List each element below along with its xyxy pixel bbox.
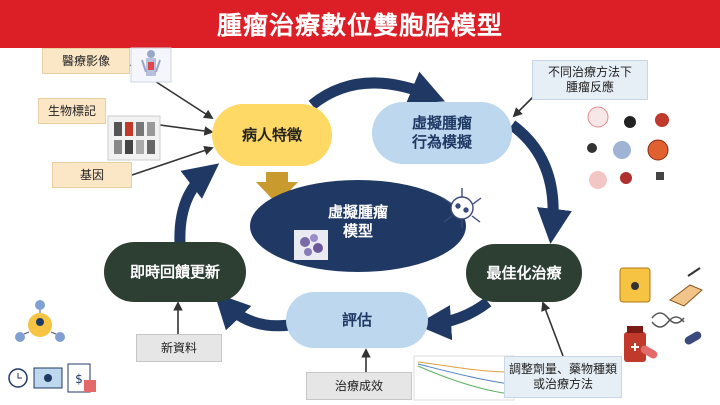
arrow-patient-to-behavior [308,71,445,110]
node-virtual-tumor-model: 虛擬腫瘤 模型 [327,203,388,240]
arrow-biomarker [159,124,214,136]
tag-biomarker: 生物標記 [38,98,106,124]
tumor-response-cells-icon [587,106,669,189]
tag-treatment-efficacy: 治療成效 [306,372,412,400]
svg-text:$: $ [75,372,83,386]
arrow-evaluate-to-update [214,292,291,332]
tumor-molecule-icon [294,230,328,260]
tag-medical-imaging: 醫療影像 [42,48,130,74]
node-optimize-treatment: 最佳化治療 [486,263,562,282]
virus-icon [442,188,482,228]
arrow-optimize-to-evaluate [415,297,492,341]
dna-icon [651,312,685,328]
arrow-patient-to-model [256,172,298,204]
tag-adjust-treatment: 調整劑量、藥物種類 或治療方法 [504,356,622,398]
update-node-shape [104,242,246,302]
behavior-node-shape [372,102,512,164]
patient-node-shape [212,104,332,166]
radiation-icon [619,267,651,303]
tag-treatment-response: 不同治療方法下 腫瘤反應 [532,60,648,100]
arrow-adjust [541,301,564,357]
optimize-node-shape [466,244,582,302]
page-title: 腫瘤治療數位雙胞胎模型 [0,0,720,48]
node-realtime-update: 即時回饋更新 [129,262,220,281]
capsule-icon [640,331,702,359]
arrow-gene [131,145,214,176]
tag-gene: 基因 [52,162,132,188]
clock-money-icon: $ [8,363,96,393]
biomarker-icon [107,115,161,161]
arrow-behavior-to-optimize [508,120,572,244]
node-virtual-behavior-simulation: 虛擬腫瘤 行為模擬 [411,114,472,151]
hand-pen-icon [669,267,703,307]
tag-new-data: 新資料 [136,334,222,362]
people-network-icon [15,300,65,342]
evaluate-node-shape [286,292,428,348]
arrow-update-to-patient [174,163,220,245]
efficacy-chart-icon [413,355,515,401]
node-evaluate: 評估 [341,310,372,329]
body-scan-icon [130,47,172,83]
medicine-bottle-icon [624,326,646,362]
node-patient-features: 病人特徵 [241,125,302,144]
